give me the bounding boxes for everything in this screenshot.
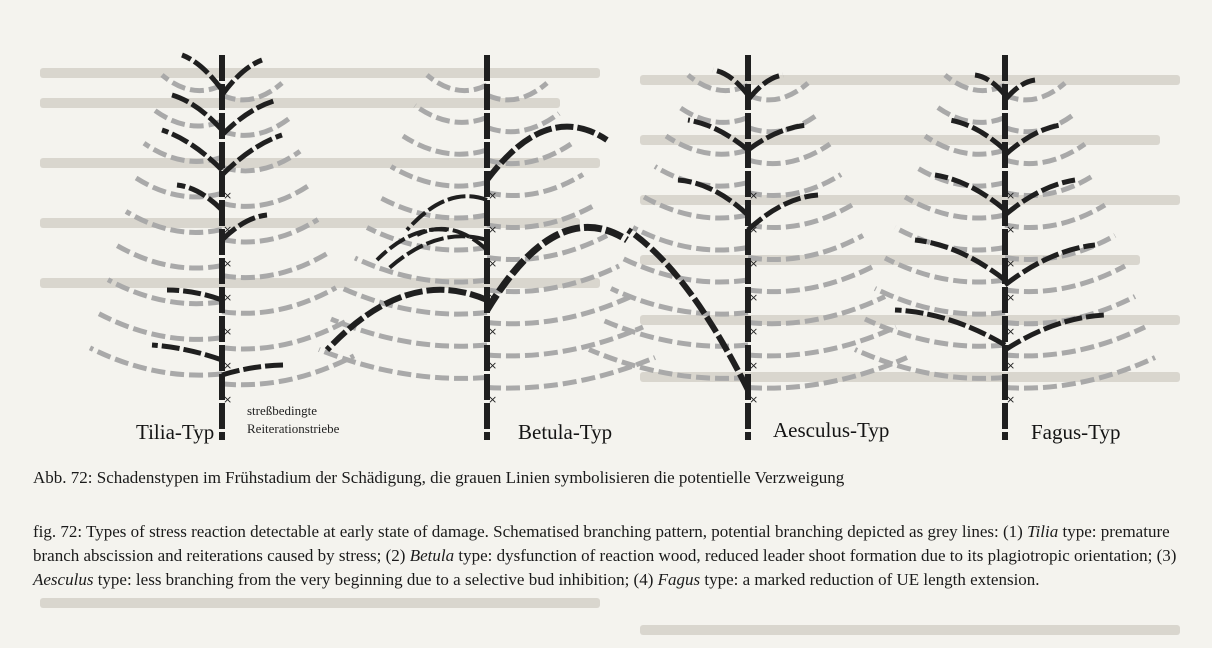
bud-mark: × [749, 291, 758, 304]
potential-branch-line [117, 246, 222, 268]
bud-mark: × [1006, 291, 1015, 304]
potential-branch-line [611, 289, 748, 315]
bud-mark: × [749, 359, 758, 372]
stress-annotation-line2: Reiterationstriebe [247, 421, 339, 437]
fagus-label: Fagus-Typ [1031, 420, 1121, 445]
branch-line [152, 345, 222, 360]
bud-mark: × [223, 257, 232, 270]
aesculus-label: Aesculus-Typ [773, 418, 889, 443]
potential-branch-line [487, 297, 631, 324]
potential-branch-line [403, 136, 487, 154]
bud-mark: × [1006, 359, 1015, 372]
potential-branch-line [748, 144, 830, 164]
potential-branch-line [391, 167, 487, 187]
potential-branch-line [222, 185, 309, 206]
potential-branch-line [748, 236, 863, 260]
potential-branch-line [487, 83, 547, 100]
bud-mark: × [488, 393, 497, 406]
bud-mark: × [1006, 189, 1015, 202]
potential-branch-line [633, 228, 748, 251]
bud-mark: × [1006, 393, 1015, 406]
potential-branch-line [600, 319, 748, 346]
stress-annotation-line1: streßbedingte [247, 403, 317, 419]
potential-branch-line [748, 175, 841, 196]
potential-branch-line [748, 205, 852, 228]
potential-branch-line [855, 350, 1005, 379]
bud-mark: × [488, 189, 497, 202]
potential-branch-line [644, 197, 748, 218]
bud-mark: × [1006, 325, 1015, 338]
potential-branch-line [1005, 205, 1105, 228]
bud-mark: × [1006, 257, 1015, 270]
potential-branch-line [108, 280, 222, 304]
bud-mark: × [488, 291, 497, 304]
potential-branch-line [319, 350, 487, 379]
bud-mark: × [488, 359, 497, 372]
potential-branch-line [222, 356, 354, 385]
bud-mark: × [749, 223, 758, 236]
branch-line [162, 130, 222, 170]
potential-branch-line [622, 258, 748, 282]
bud-mark: × [223, 223, 232, 236]
potential-branch-line [885, 258, 1005, 282]
potential-branch-line [1005, 327, 1145, 356]
aesculus-name: Aesculus [33, 570, 93, 589]
potential-branch-line [99, 314, 222, 340]
bud-mark: × [749, 325, 758, 338]
potential-branch-line [487, 327, 643, 356]
potential-branch-line [1005, 114, 1075, 132]
potential-branch-line [126, 211, 222, 232]
bud-mark: × [223, 291, 232, 304]
caption-german: Abb. 72: Schadenstypen im Frühstadium de… [33, 466, 1183, 490]
tree-schemas: × × × × × × × × × × × × × × × × × × × × × × × × × × × × [90, 55, 1155, 440]
branch-line [895, 310, 1005, 345]
potential-branch-line [1005, 358, 1155, 389]
potential-branch-line [487, 175, 583, 196]
tilia-name: Tilia [1027, 522, 1058, 541]
potential-branch-line [748, 297, 885, 324]
branch-line [1005, 80, 1035, 100]
potential-branch-line [748, 266, 874, 292]
bud-mark: × [488, 325, 497, 338]
potential-branch-line [875, 289, 1005, 315]
potential-branch-line [90, 348, 222, 375]
branch-line [167, 290, 222, 300]
potential-branch-line [677, 106, 748, 123]
branching-figure: × × × × × × × × × × × × × × × × × × × × × × × × × × × × [0, 0, 1212, 490]
caption-english: fig. 72: Types of stress reaction detect… [33, 520, 1183, 592]
bud-mark: × [223, 393, 232, 406]
fagus-name: Fagus [658, 570, 701, 589]
bud-mark: × [749, 393, 758, 406]
potential-branch-line [222, 288, 336, 314]
potential-branch-line [748, 114, 819, 132]
bud-mark: × [223, 325, 232, 338]
branch-line [487, 227, 627, 310]
bud-mark: × [749, 189, 758, 202]
branch-line [487, 127, 607, 180]
potential-branch-line [222, 254, 327, 278]
potential-branch-line [427, 75, 487, 91]
bud-mark: × [488, 223, 497, 236]
branch-line [748, 75, 783, 100]
bud-mark: × [223, 359, 232, 372]
betula-label: Betula-Typ [518, 420, 612, 445]
potential-branch-line [487, 205, 595, 228]
betula-name: Betula [410, 546, 454, 565]
potential-branch-line [222, 322, 345, 349]
branch-line [1005, 180, 1075, 215]
branch-line [222, 60, 262, 95]
bud-mark: × [1006, 223, 1015, 236]
bud-mark: × [488, 257, 497, 270]
branch-line [182, 55, 222, 90]
tilia-label: Tilia-Typ [136, 420, 214, 445]
bud-mark: × [749, 257, 758, 270]
potential-branch-line [355, 258, 487, 282]
potential-branch-line [935, 106, 1005, 123]
potential-branch-line [415, 106, 487, 123]
potential-branch-line [748, 327, 896, 356]
bud-mark: × [223, 189, 232, 202]
potential-branch-line [1005, 236, 1115, 260]
potential-branch-line [895, 228, 1005, 251]
